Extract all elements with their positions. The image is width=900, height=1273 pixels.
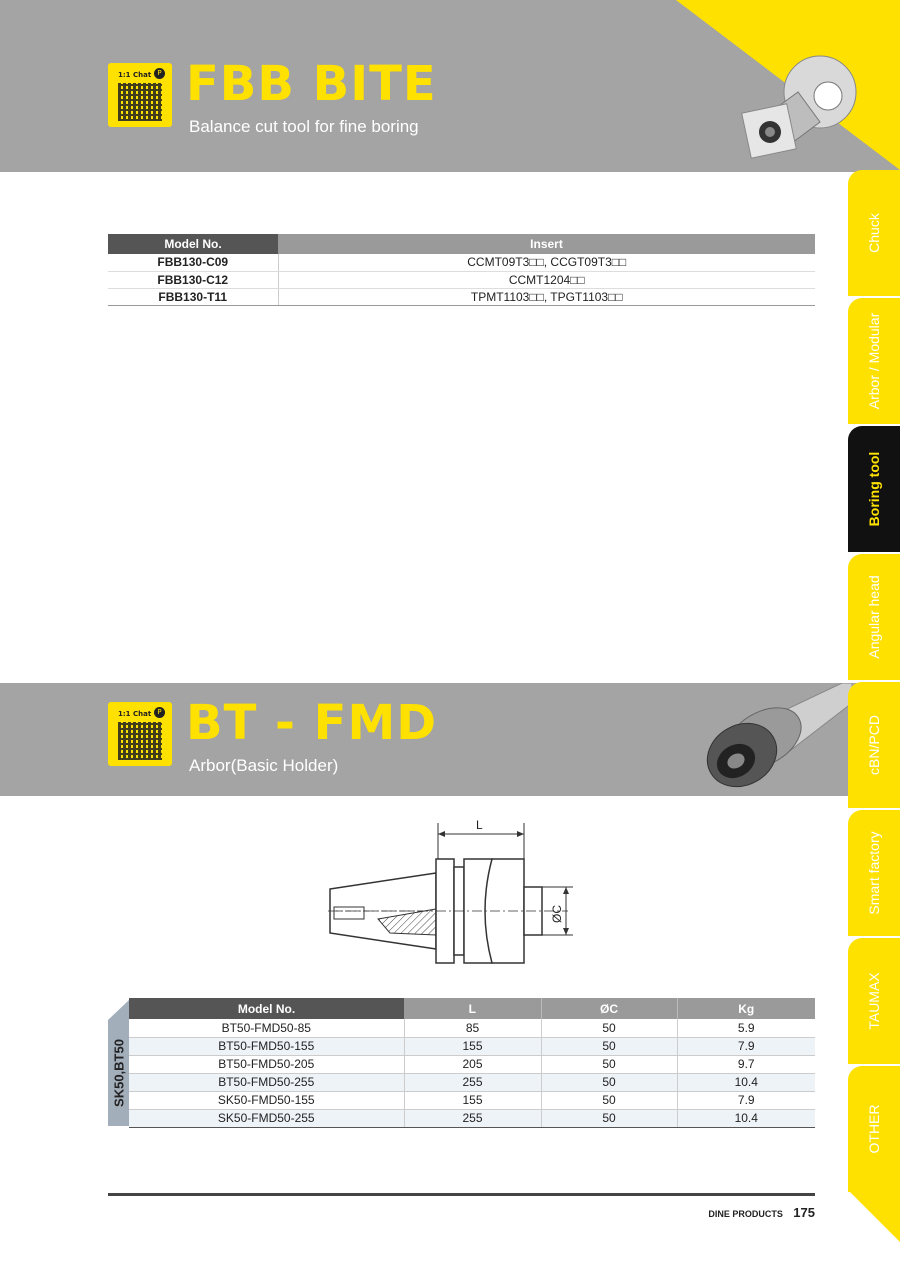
table-row: BT50-FMD50-155 155 50 7.9	[129, 1037, 815, 1056]
kg-cell: 7.9	[677, 1091, 815, 1110]
insert-cell: CCMT09T3□□, CCGT09T3□□	[278, 254, 815, 272]
dim-l-label: L	[476, 818, 483, 832]
l-cell: 255	[404, 1109, 542, 1128]
tab-arbor-modular[interactable]: Arbor / Modular	[848, 298, 900, 424]
c-cell: 50	[541, 1037, 678, 1056]
l-cell: 255	[404, 1073, 542, 1092]
table-row: BT50-FMD50-205 205 50 9.7	[129, 1055, 815, 1074]
tab-label: Angular head	[866, 575, 882, 659]
dim-c-label: ØC	[550, 905, 564, 923]
tab-label: TAUMAX	[866, 972, 882, 1030]
col-header-kg: Kg	[677, 998, 815, 1019]
tab-label: Boring tool	[866, 451, 882, 527]
subtitle-bt-fmd: Arbor(Basic Holder)	[189, 756, 339, 775]
c-cell: 50	[541, 1109, 678, 1128]
table-row: SK50-FMD50-255 255 50 10.4	[129, 1109, 815, 1128]
tab-label: OTHER	[866, 1104, 882, 1154]
qr-label: 1:1 Chat	[118, 710, 152, 718]
table-row: BT50-FMD50-85 85 50 5.9	[129, 1019, 815, 1038]
chat-icon: P	[154, 707, 165, 718]
qr-label: 1:1 Chat	[118, 71, 152, 79]
group-label-sk50-bt50: SK50,BT50	[108, 1020, 129, 1126]
tab-label: cBN/PCD	[866, 715, 882, 775]
col-header-l: L	[404, 998, 542, 1019]
table-row: SK50-FMD50-155 155 50 7.9	[129, 1091, 815, 1110]
l-cell: 155	[404, 1091, 542, 1110]
group-label-text: SK50,BT50	[111, 1039, 126, 1107]
c-cell: 50	[541, 1055, 678, 1074]
table-row: FBB130-C12 CCMT1204□□	[108, 271, 815, 289]
col-header-model: Model No.	[129, 998, 404, 1019]
tab-angular-head[interactable]: Angular head	[848, 554, 900, 680]
kg-cell: 7.9	[677, 1037, 815, 1056]
c-cell: 50	[541, 1091, 678, 1110]
bt-fmd-product-image	[706, 683, 852, 788]
yellow-bottom-corner	[848, 1190, 900, 1242]
model-cell: BT50-FMD50-155	[129, 1037, 405, 1056]
model-cell: SK50-FMD50-155	[129, 1091, 405, 1110]
model-cell: FBB130-C12	[108, 271, 279, 289]
col-header-model: Model No.	[108, 234, 278, 254]
page-footer: DINE PRODUCTS 175	[708, 1204, 815, 1222]
l-cell: 85	[404, 1019, 542, 1038]
fbb-bite-product-image	[741, 55, 857, 159]
qr-code-pattern	[118, 83, 162, 121]
model-cell: FBB130-T11	[108, 288, 279, 306]
l-cell: 155	[404, 1037, 542, 1056]
bt-fmd-spec-table: Model No. L ØC Kg BT50-FMD50-85 85 50 5.…	[129, 998, 815, 1128]
page-title-bt-fmd: BT - FMD	[186, 695, 438, 751]
kg-cell: 10.4	[677, 1073, 815, 1092]
kg-cell: 9.7	[677, 1055, 815, 1074]
kg-cell: 5.9	[677, 1019, 815, 1038]
footer-divider	[108, 1193, 815, 1196]
fbb-bite-insert-table: Model No. Insert FBB130-C09 CCMT09T3□□, …	[108, 234, 815, 306]
c-cell: 50	[541, 1073, 678, 1092]
tab-label: Arbor / Modular	[866, 312, 882, 410]
qr-code-chat[interactable]: 1:1 Chat P	[108, 63, 172, 127]
table-row: FBB130-C09 CCMT09T3□□, CCGT09T3□□	[108, 254, 815, 272]
insert-cell: CCMT1204□□	[278, 271, 815, 289]
qr-code-pattern	[118, 722, 162, 760]
tab-smart-factory[interactable]: Smart factory	[848, 810, 900, 936]
model-cell: BT50-FMD50-85	[129, 1019, 405, 1038]
tab-taumax[interactable]: TAUMAX	[848, 938, 900, 1064]
page-title-fbb-bite: FBB BITE	[186, 56, 437, 112]
c-cell: 50	[541, 1019, 678, 1038]
kg-cell: 10.4	[677, 1109, 815, 1128]
col-header-insert: Insert	[278, 234, 815, 254]
l-cell: 205	[404, 1055, 542, 1074]
tab-boring-tool[interactable]: Boring tool	[848, 426, 900, 552]
model-cell: BT50-FMD50-255	[129, 1073, 405, 1092]
subtitle-fbb-bite: Balance cut tool for fine boring	[189, 117, 419, 136]
tab-label: Chuck	[866, 213, 882, 253]
table-row: BT50-FMD50-255 255 50 10.4	[129, 1073, 815, 1092]
tab-label: Smart factory	[866, 831, 882, 915]
tab-chuck[interactable]: Chuck	[848, 170, 900, 296]
model-cell: BT50-FMD50-205	[129, 1055, 405, 1074]
footer-brand: DINE PRODUCTS	[708, 1209, 783, 1219]
bt-fmd-technical-drawing: L ØC	[328, 818, 573, 964]
chat-icon: P	[154, 68, 165, 79]
model-cell: SK50-FMD50-255	[129, 1109, 405, 1128]
col-header-c: ØC	[541, 998, 678, 1019]
model-cell: FBB130-C09	[108, 254, 279, 272]
tab-other[interactable]: OTHER	[848, 1066, 900, 1192]
page-number: 175	[793, 1205, 815, 1220]
insert-cell: TPMT1103□□, TPGT1103□□	[278, 288, 815, 306]
table-row: FBB130-T11 TPMT1103□□, TPGT1103□□	[108, 288, 815, 306]
tab-cbn-pcd[interactable]: cBN/PCD	[848, 682, 900, 808]
qr-code-chat[interactable]: 1:1 Chat P	[108, 702, 172, 766]
group-label-tab	[108, 1000, 129, 1020]
